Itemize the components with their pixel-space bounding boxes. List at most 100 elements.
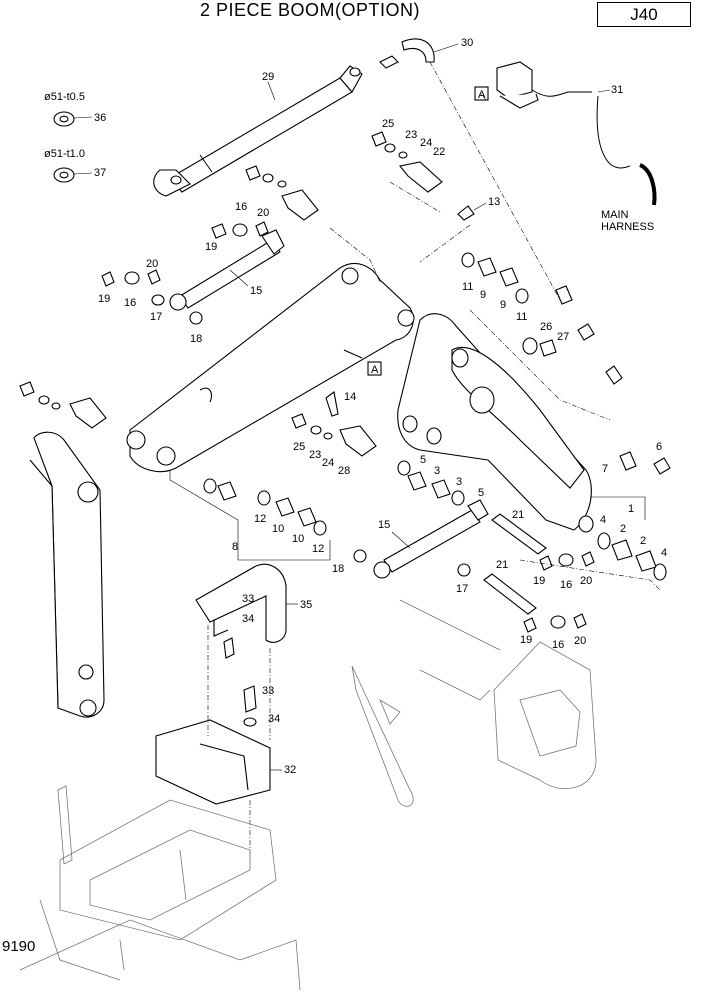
leader-line	[169, 470, 239, 560]
bolt	[223, 637, 235, 659]
cover-body	[155, 719, 271, 805]
pin-hole	[402, 415, 418, 433]
callout-4: 4	[661, 547, 667, 559]
pin-21b	[483, 573, 537, 615]
bushings-upper: 11 9 9 11	[461, 252, 573, 323]
cylinder-tube	[169, 77, 353, 193]
boom-lower-section	[397, 313, 594, 533]
boom-bracket	[397, 313, 592, 531]
bolt-19b	[101, 271, 115, 287]
callout-19: 19	[205, 241, 217, 253]
leader-line	[473, 202, 487, 211]
callout-19: 19	[533, 575, 545, 587]
hose-bend	[401, 38, 435, 63]
bushing-9b	[499, 267, 519, 287]
washer-24	[323, 432, 333, 440]
washer-24	[398, 151, 408, 159]
callout-21: 21	[496, 559, 508, 571]
callout-36: 36	[94, 112, 106, 124]
bushing-3b	[431, 479, 451, 499]
centerline	[519, 559, 661, 591]
washer-spec-text: ø51-t0.5	[44, 91, 85, 103]
leader-line	[267, 81, 276, 101]
guard-bracket	[195, 563, 287, 643]
offset-cylinder-15-lower: 15 18	[332, 499, 489, 579]
washer	[277, 180, 287, 188]
callout-9: 9	[500, 299, 506, 311]
washer-hole	[59, 171, 69, 179]
callout-16: 16	[235, 201, 247, 213]
nut-20b	[147, 269, 161, 285]
callout-37: 37	[94, 167, 106, 179]
callout-16: 16	[124, 297, 136, 309]
boom-base-body	[33, 431, 105, 718]
leader-line	[433, 43, 459, 53]
hose-30: 30	[379, 37, 473, 69]
bushing-18	[189, 311, 203, 325]
fittings-6-7: 6 7	[602, 441, 671, 475]
centerline	[419, 224, 471, 263]
fitting-6	[653, 457, 671, 475]
nut-20b	[573, 613, 587, 629]
ghost-post	[119, 939, 125, 971]
pin-sensor	[555, 285, 573, 305]
bushing-10	[275, 497, 295, 517]
callout-20: 20	[580, 575, 592, 587]
washer-34	[243, 717, 257, 727]
callout-2: 2	[640, 535, 646, 547]
callout-27: 27	[557, 331, 569, 343]
callout-25: 25	[382, 118, 394, 130]
hardware-16-20-upper: 16 20 19 20 19 16 17 18	[98, 201, 269, 345]
callout-17: 17	[150, 311, 162, 323]
pin	[343, 349, 363, 359]
callout-20: 20	[257, 207, 269, 219]
pins-21: 21 21 17	[456, 509, 547, 615]
callout-32: 32	[284, 764, 296, 776]
washer	[38, 395, 50, 405]
boom-pin-hole	[397, 309, 415, 327]
ghost-bracket	[493, 641, 597, 789]
nut-20	[255, 221, 269, 237]
callout-10: 10	[272, 523, 284, 535]
nut-26-fitting-27: 26 27	[522, 321, 623, 385]
fitting-27	[577, 323, 595, 341]
pin-hole	[77, 481, 99, 503]
pin-hole	[578, 515, 594, 533]
switch-31: A 31 MAIN HARNESS	[474, 61, 657, 233]
washer-16b	[124, 271, 140, 285]
machine-outline-ghost	[19, 599, 597, 991]
bushing-3	[407, 471, 427, 491]
washer	[51, 402, 61, 410]
nut-26	[539, 339, 557, 357]
washer-spec-37: ø51-t1.0 37	[44, 148, 106, 183]
washer-spec-36: ø51-t0.5 36	[44, 91, 106, 127]
callout-5: 5	[478, 487, 484, 499]
washer-16	[232, 223, 248, 237]
callout-25: 25	[293, 441, 305, 453]
centerline	[479, 91, 487, 101]
bolt-19b	[523, 617, 537, 633]
leader-line	[73, 116, 93, 119]
bolt	[19, 381, 35, 397]
callout-11: 11	[516, 311, 527, 323]
callout-33: 33	[262, 685, 274, 697]
callout-2: 2	[620, 523, 626, 535]
bushings-right: 1 2 2 4 4	[590, 496, 667, 581]
callout-12: 12	[254, 513, 266, 525]
callout-6: 6	[656, 441, 662, 453]
pin-22	[399, 161, 443, 193]
bushing-10b	[297, 507, 317, 527]
nipple	[325, 391, 339, 417]
bushing-17	[457, 563, 471, 577]
pin-hole	[78, 664, 94, 680]
ghost-chassis	[39, 899, 121, 981]
harness-label-line2: HARNESS	[601, 221, 654, 233]
boom-pin-hole	[126, 430, 146, 450]
cylinder-end	[261, 229, 285, 255]
callout-4: 4	[600, 514, 606, 526]
ghost-cylinder	[351, 665, 414, 807]
callout-23: 23	[405, 129, 417, 141]
cover-32: 33 34 32	[155, 685, 296, 805]
callout-10: 10	[292, 533, 304, 545]
callout-35: 35	[300, 599, 312, 611]
